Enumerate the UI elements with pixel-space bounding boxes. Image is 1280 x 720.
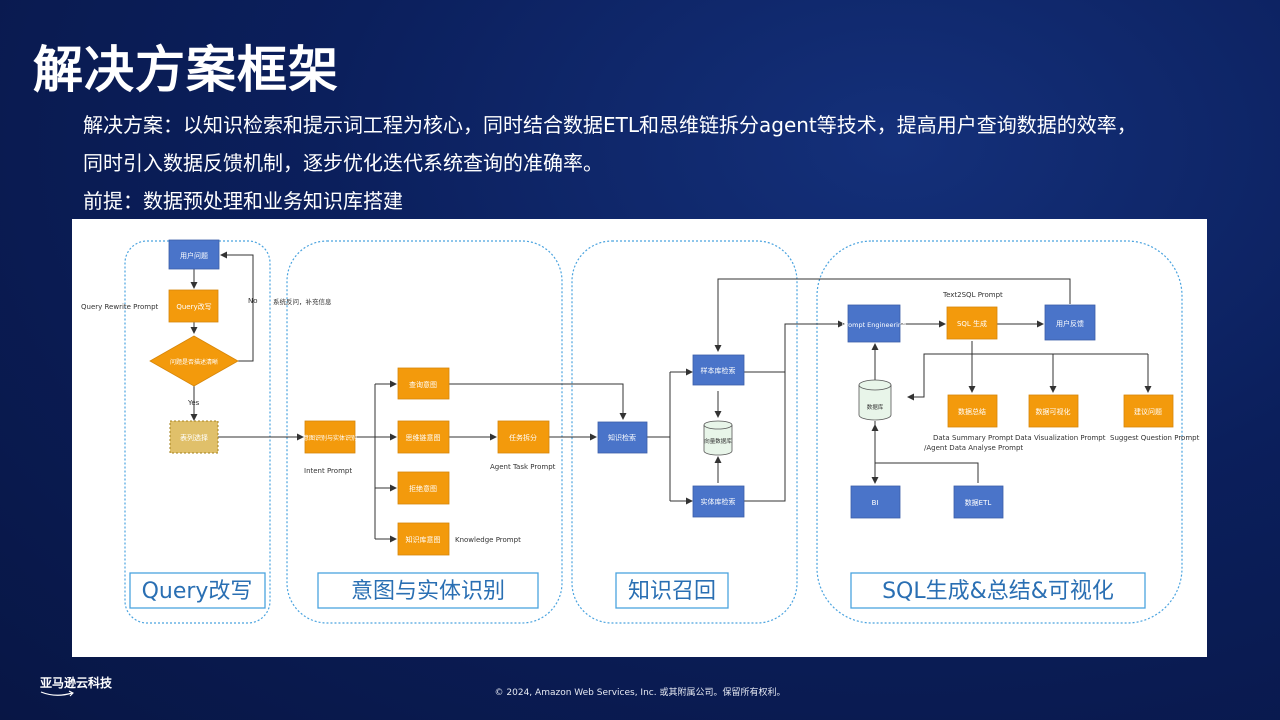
node-user-question: 用户问题 <box>180 251 208 260</box>
section-title-knowledge: 知识召回 <box>628 579 716 604</box>
copyright-footer: © 2024, Amazon Web Services, Inc. 或其附属公司… <box>494 688 786 698</box>
node-reject-intent: 拒绝意图 <box>409 484 437 493</box>
node-prompt-engineering: Prompt Engineering <box>842 321 906 329</box>
node-bi: BI <box>872 499 879 507</box>
section-query-rewrite <box>124 240 271 624</box>
section-knowledge-retrieval <box>571 240 798 624</box>
node-suggest-question: 建议问题 <box>1134 407 1162 416</box>
label-text2sql-prompt: Text2SQL Prompt <box>942 291 1003 299</box>
node-sample-retrieval: 样本库检索 <box>701 366 736 375</box>
node-sql-gen: SQL 生成 <box>957 319 987 328</box>
node-vector-db: 向量数据库 <box>704 437 732 445</box>
label-agent-task-prompt: Agent Task Prompt <box>490 463 556 471</box>
node-decision: 问题是否描述清晰 <box>170 358 218 366</box>
brand-logo: 亚马逊云科技 <box>40 676 113 690</box>
node-query-rewrite: Query改写 <box>176 302 211 311</box>
label-data-summary-prompt: Data Summary Prompt <box>933 434 1013 442</box>
section-intent-entity <box>286 240 563 624</box>
section-title-query: Query改写 <box>142 579 253 604</box>
label-data-viz-prompt: Data Visualization Prompt <box>1015 434 1106 442</box>
label-yes: Yes <box>187 399 200 407</box>
node-data-etl: 数据ETL <box>965 498 992 507</box>
node-table-select: 表列选择 <box>180 433 208 442</box>
premise-text: 前提：数据预处理和业务知识库搭建 <box>83 189 403 213</box>
label-knowledge-prompt: Knowledge Prompt <box>455 536 521 544</box>
page-title: 解决方案框架 <box>33 41 339 99</box>
label-suggest-question-prompt: Suggest Question Prompt <box>1110 434 1200 442</box>
smile-swoosh-icon <box>40 690 74 697</box>
node-cot-intent: 思维链意图 <box>406 433 441 442</box>
label-query-rewrite-prompt: Query Rewrite Prompt <box>81 303 159 311</box>
solution-framework-diagram: Query改写 意图与实体识别 知识召回 SQL生成&总结&可视化 <box>72 219 1207 657</box>
node-user-feedback: 用户反馈 <box>1056 319 1084 328</box>
node-intent-entity: 意图识别与实体识别 <box>303 434 357 442</box>
node-database: 数据库 <box>867 403 884 411</box>
node-knowledge-retrieval: 知识检索 <box>608 433 636 442</box>
label-intent-prompt: Intent Prompt <box>304 467 352 475</box>
section-sql-generation <box>816 240 1183 624</box>
label-agent-analyse-prompt: /Agent Data Analyse Prompt <box>924 444 1023 452</box>
node-data-viz: 数据可视化 <box>1036 407 1071 416</box>
solution-description-line1: 解决方案：以知识检索和提示词工程为核心，同时结合数据ETL和思维链拆分agent… <box>83 113 1137 137</box>
solution-description-line2: 同时引入数据反馈机制，逐步优化迭代系统查询的准确率。 <box>83 151 603 175</box>
section-title-sql: SQL生成&总结&可视化 <box>882 579 1114 604</box>
label-no: No <box>248 297 258 305</box>
node-task-split: 任务拆分 <box>509 433 537 442</box>
node-kb-intent: 知识库意图 <box>406 535 441 544</box>
node-query-intent: 查询意图 <box>409 380 437 389</box>
node-entity-retrieval: 实体库检索 <box>701 497 736 506</box>
node-data-summary: 数据总结 <box>958 407 986 416</box>
label-system-ask: 系统反问，补充信息 <box>273 297 332 306</box>
section-title-intent: 意图与实体识别 <box>351 579 505 604</box>
